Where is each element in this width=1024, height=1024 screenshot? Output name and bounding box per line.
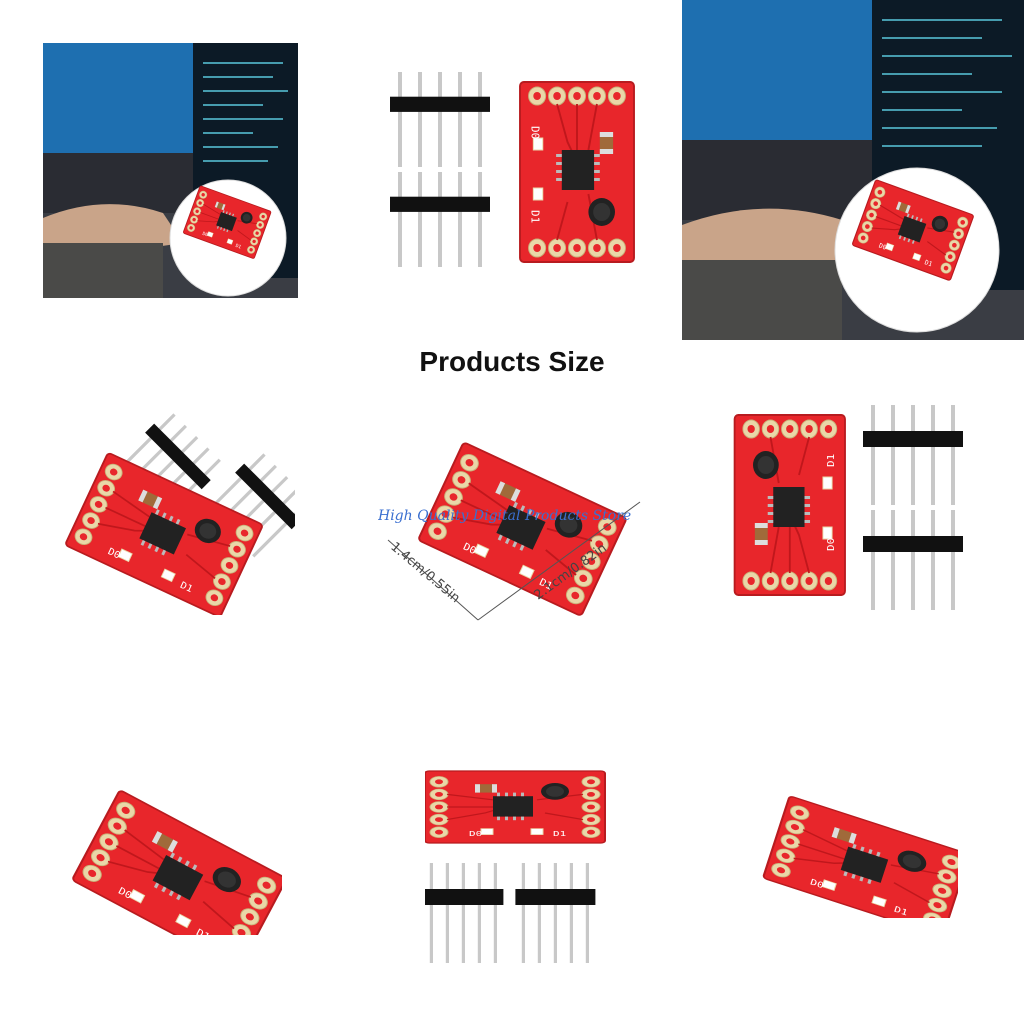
page-title: Products Size [419, 346, 605, 377]
photo-laptop-left [43, 43, 298, 298]
photo-laptop-right [682, 0, 1024, 340]
watermark-text: High Quality Digital Products Store [378, 508, 631, 524]
product-front-with-headers [380, 72, 635, 272]
product-angled-view-2 [748, 768, 958, 918]
product-angled-with-headers [45, 405, 295, 615]
product-top-with-headers [425, 733, 610, 973]
product-dimensions: 1.4cm/0.55in 2.1cm/0.82in High Quality D… [378, 410, 648, 625]
product-back-with-headers [733, 405, 973, 610]
product-angled-view-1 [62, 755, 282, 935]
